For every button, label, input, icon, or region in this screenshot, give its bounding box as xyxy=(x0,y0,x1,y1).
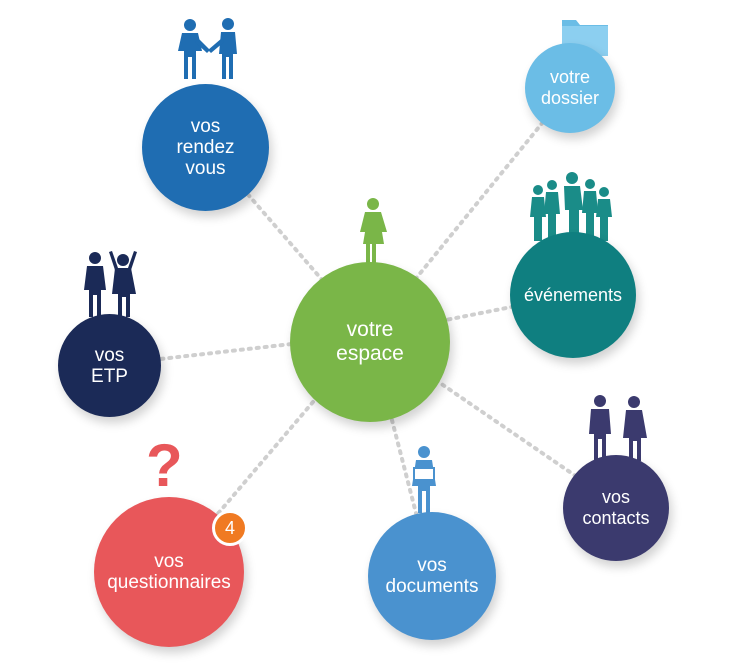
questionnaires-count-badge[interactable]: 4 xyxy=(212,510,248,546)
handshake-people-icon xyxy=(178,18,237,79)
node-center-espace[interactable]: votre espace xyxy=(290,262,450,422)
two-people-icon xyxy=(589,395,647,461)
group-people-icon xyxy=(530,172,612,241)
node-rendezvous-label: vos rendez vous xyxy=(176,116,235,179)
cheering-people-icon xyxy=(84,251,137,317)
center-label: votre espace xyxy=(336,318,404,365)
question-mark-icon: ? xyxy=(146,432,183,499)
node-evenements[interactable]: événements xyxy=(510,232,636,358)
node-rendezvous[interactable]: vos rendez vous xyxy=(142,84,269,211)
node-etp-label: vos ETP xyxy=(91,344,128,387)
node-questionnaires-label: vos questionnaires xyxy=(107,551,231,593)
node-etp[interactable]: vos ETP xyxy=(58,314,161,417)
person-reading-icon xyxy=(412,446,436,513)
node-documents-label: vos documents xyxy=(385,555,479,597)
woman-figure-icon xyxy=(360,198,387,264)
node-contacts-label: vos contacts xyxy=(582,487,650,528)
node-dossier[interactable]: votre dossier xyxy=(525,43,615,133)
node-documents[interactable]: vos documents xyxy=(368,512,496,640)
node-evenements-label: événements xyxy=(523,284,623,305)
node-dossier-label: votre dossier xyxy=(540,67,600,108)
node-contacts[interactable]: vos contacts xyxy=(563,455,669,561)
